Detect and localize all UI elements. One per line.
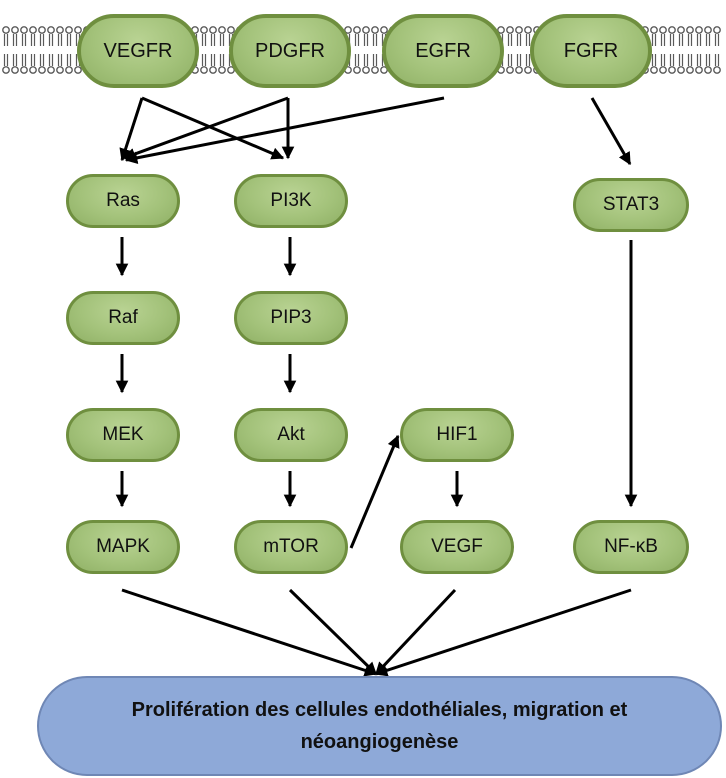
node-nfkb: NF-κB: [573, 520, 689, 574]
phospholipid: [704, 26, 712, 74]
phospholipid: [209, 26, 217, 74]
receptor-fgfr: FGFR: [530, 14, 652, 88]
node-hif1: HIF1: [400, 408, 514, 462]
arrow-vegfr-ras: [119, 97, 144, 162]
phospholipid: [515, 26, 523, 74]
phospholipid: [2, 26, 10, 74]
arrow-mtor-hif1: [349, 434, 400, 549]
arrow-nfkb-outcome: [374, 588, 632, 677]
arrow-mtor-outcome: [288, 588, 378, 676]
receptor-vegfr: VEGFR: [77, 14, 199, 88]
outcome-line-2: néoangiogenèse: [300, 731, 459, 753]
arrow-egfr-ras: [124, 96, 445, 165]
phospholipid: [695, 26, 703, 74]
phospholipid: [686, 26, 694, 74]
phospholipid: [200, 26, 208, 74]
receptor-egfr: EGFR: [382, 14, 504, 88]
arrow-pdgfr-ras: [122, 96, 289, 161]
node-mapk: MAPK: [66, 520, 180, 574]
receptor-pdgfr: PDGFR: [229, 14, 351, 88]
phospholipid: [353, 26, 361, 74]
phospholipid: [524, 26, 532, 74]
phospholipid: [371, 26, 379, 74]
phospholipid: [362, 26, 370, 74]
phospholipid: [11, 26, 19, 74]
node-stat3: STAT3: [573, 178, 689, 232]
phospholipid: [677, 26, 685, 74]
phospholipid: [650, 26, 658, 74]
arrow-mapk-outcome: [121, 588, 378, 677]
phospholipid: [218, 26, 226, 74]
arrow-vegfr-pi3k: [141, 96, 285, 160]
phospholipid: [668, 26, 676, 74]
outcome-box: Prolifération des cellules endothéliales…: [37, 676, 722, 776]
node-ras: Ras: [66, 174, 180, 228]
node-pi3k: PI3K: [234, 174, 348, 228]
phospholipid: [713, 26, 721, 74]
node-akt: Akt: [234, 408, 348, 462]
phospholipid: [506, 26, 514, 74]
phospholipid: [29, 26, 37, 74]
arrow-fgfr-stat3: [590, 97, 632, 166]
phospholipid: [47, 26, 55, 74]
node-mtor: mTOR: [234, 520, 348, 574]
phospholipid: [56, 26, 64, 74]
outcome-line-1: Prolifération des cellules endothéliales…: [131, 699, 628, 721]
node-mek: MEK: [66, 408, 180, 462]
phospholipid: [38, 26, 46, 74]
node-pip3: PIP3: [234, 291, 348, 345]
node-raf: Raf: [66, 291, 180, 345]
arrow-vegf-outcome: [374, 588, 457, 676]
phospholipid: [65, 26, 73, 74]
node-vegf: VEGF: [400, 520, 514, 574]
phospholipid: [20, 26, 28, 74]
phospholipid: [659, 26, 667, 74]
